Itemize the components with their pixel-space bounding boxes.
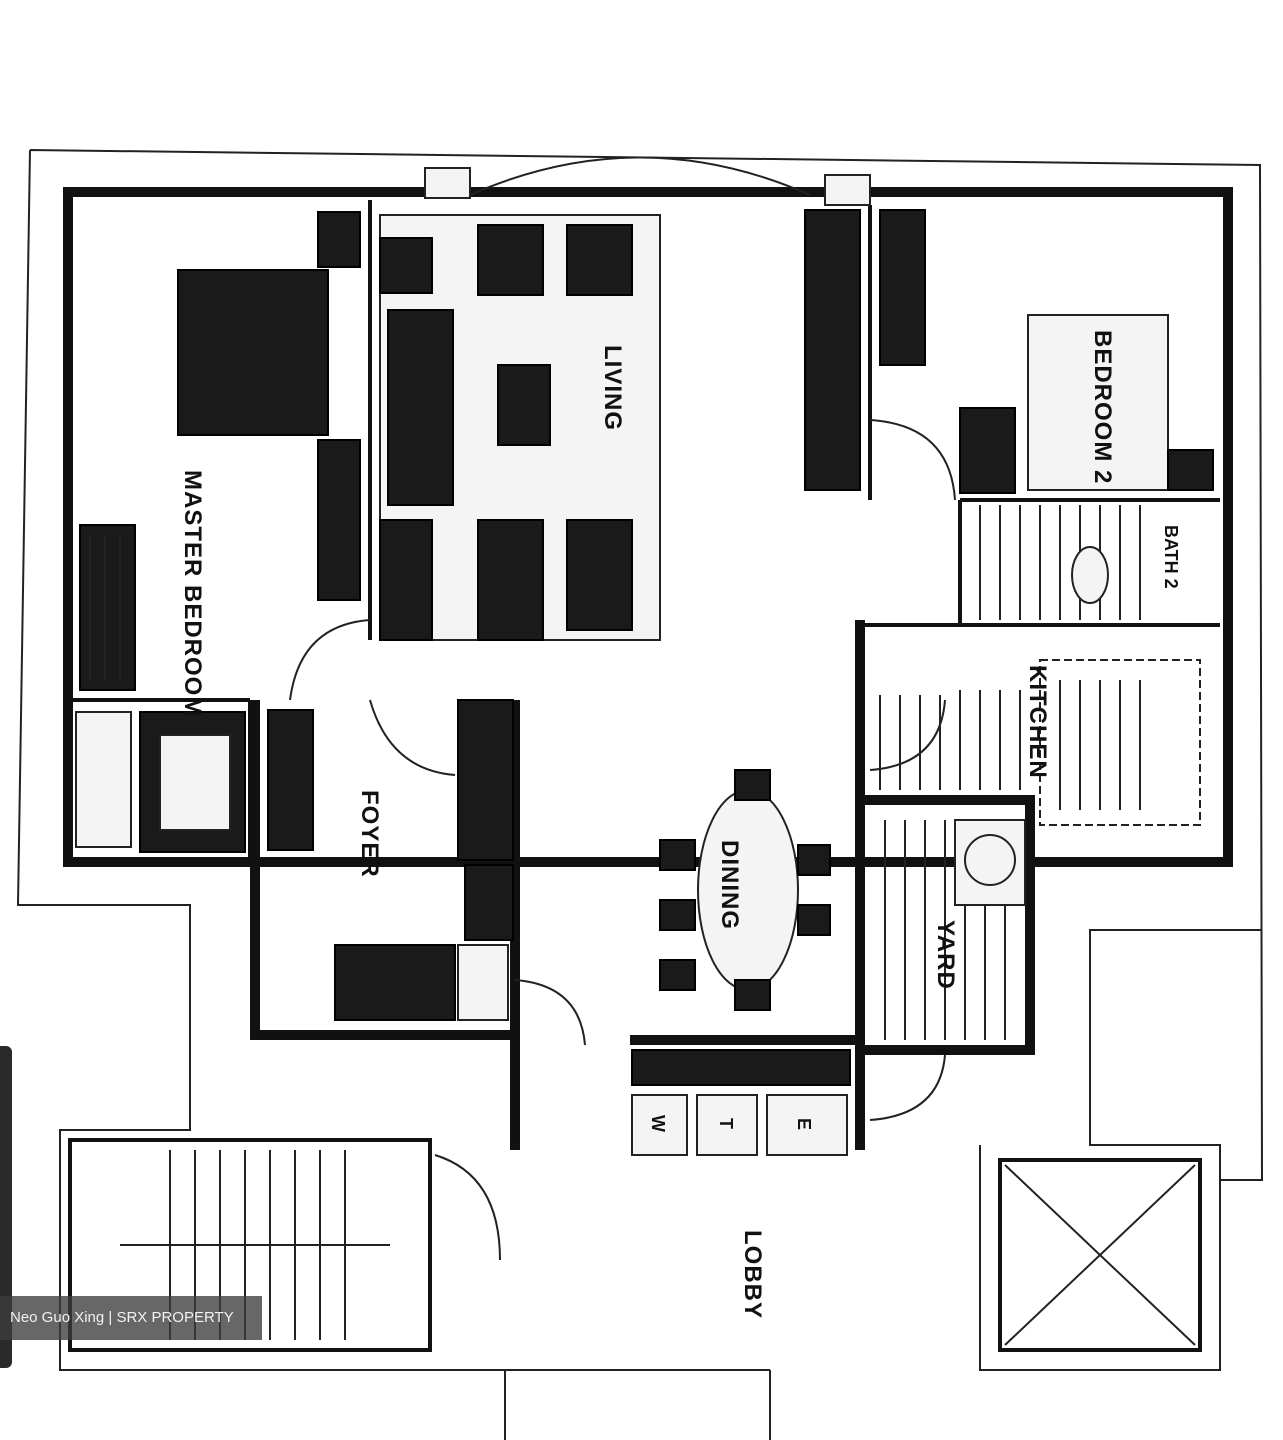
dining-chair-l2 <box>659 899 696 931</box>
foyer-stove <box>334 944 456 1021</box>
door-swing-foyer <box>369 699 456 776</box>
cupboard-w <box>631 1094 688 1156</box>
dining-chair-r1 <box>797 844 831 876</box>
side-scroll-tab[interactable] <box>0 1046 12 1368</box>
armchair-top-left <box>477 224 544 296</box>
dining-chair-l1 <box>659 839 696 871</box>
label-foyer: FOYER <box>356 790 383 878</box>
watermark-caption: Neo Guo Xing | SRX PROPERTY <box>0 1296 262 1340</box>
column-left <box>424 167 471 199</box>
label-living: LIVING <box>599 345 626 431</box>
label-bedroom-2: BEDROOM 2 <box>1089 330 1116 484</box>
label-cupboard-w: W <box>648 1115 668 1132</box>
kitchen-hatch <box>879 680 1141 810</box>
master-side-table <box>317 211 361 268</box>
wardrobe-hatch <box>89 535 121 680</box>
shoe-cabinet <box>631 1049 851 1086</box>
bedroom2-bed <box>1027 314 1169 491</box>
label-yard: YARD <box>932 920 959 990</box>
bedroom2-side-table-2 <box>1167 449 1214 491</box>
lift-cross-b <box>1004 1164 1196 1346</box>
door-swing-bedroom2 <box>869 419 956 501</box>
coffee-table <box>497 364 551 446</box>
bedroom2-tv-cabinet <box>804 209 861 491</box>
partition-master <box>68 200 1220 860</box>
lift-shaft <box>998 1158 1202 1352</box>
living-side-table-top <box>379 237 433 294</box>
label-kitchen: KITCHEN <box>1024 665 1051 779</box>
dining-chair-r2 <box>797 904 831 936</box>
kitchen-counter <box>1039 659 1201 826</box>
staircase <box>68 1138 432 1352</box>
living-side-table-bottom <box>379 519 433 641</box>
master-bed <box>177 269 329 436</box>
door-swing-kitchen <box>869 699 946 771</box>
label-cupboard-t: T <box>716 1118 736 1129</box>
yard-hatch <box>884 820 1006 1040</box>
bath2-hatch <box>979 505 1141 620</box>
bath2-toilet <box>1071 546 1109 604</box>
washing-machine-drum <box>964 834 1016 886</box>
label-lobby: LOBBY <box>739 1230 766 1319</box>
armchair-top-right <box>566 224 633 296</box>
foyer-counter <box>457 699 514 861</box>
dining-chair-bottom <box>734 979 771 1011</box>
foyer-cabinet <box>267 709 314 851</box>
foyer-sink <box>457 944 509 1021</box>
label-bath-2: BATH 2 <box>1161 525 1181 589</box>
master-dresser <box>317 439 361 601</box>
cupboard-t <box>696 1094 758 1156</box>
sofa <box>387 309 454 506</box>
dining-chair-l3 <box>659 959 696 991</box>
bathtub <box>75 711 132 848</box>
door-swing-yard <box>869 1054 946 1121</box>
bedroom2-side-table <box>959 407 1016 494</box>
label-cupboard-e: E <box>794 1118 814 1130</box>
door-swing-master <box>289 619 371 701</box>
dining-chair-top <box>734 769 771 801</box>
column-right <box>824 174 871 206</box>
master-bath-inner <box>159 734 231 831</box>
armchair-bottom-right <box>566 519 633 631</box>
door-swing-main <box>514 979 586 1046</box>
dining-table <box>697 789 799 991</box>
apartment-wall <box>63 187 1233 867</box>
label-dining: DINING <box>716 840 743 930</box>
lower-wall <box>250 620 1035 1150</box>
foyer-fridge <box>464 864 514 941</box>
bedroom2-wardrobe <box>879 209 926 366</box>
master-wardrobe <box>79 524 136 691</box>
cupboard-e <box>766 1094 848 1156</box>
door-swing-stair <box>434 1154 501 1261</box>
label-master-bedroom: MASTER BEDROOM <box>179 470 206 717</box>
armchair-bottom-left <box>477 519 544 641</box>
outer-outline <box>16 149 1264 1440</box>
window-arc <box>469 156 811 196</box>
